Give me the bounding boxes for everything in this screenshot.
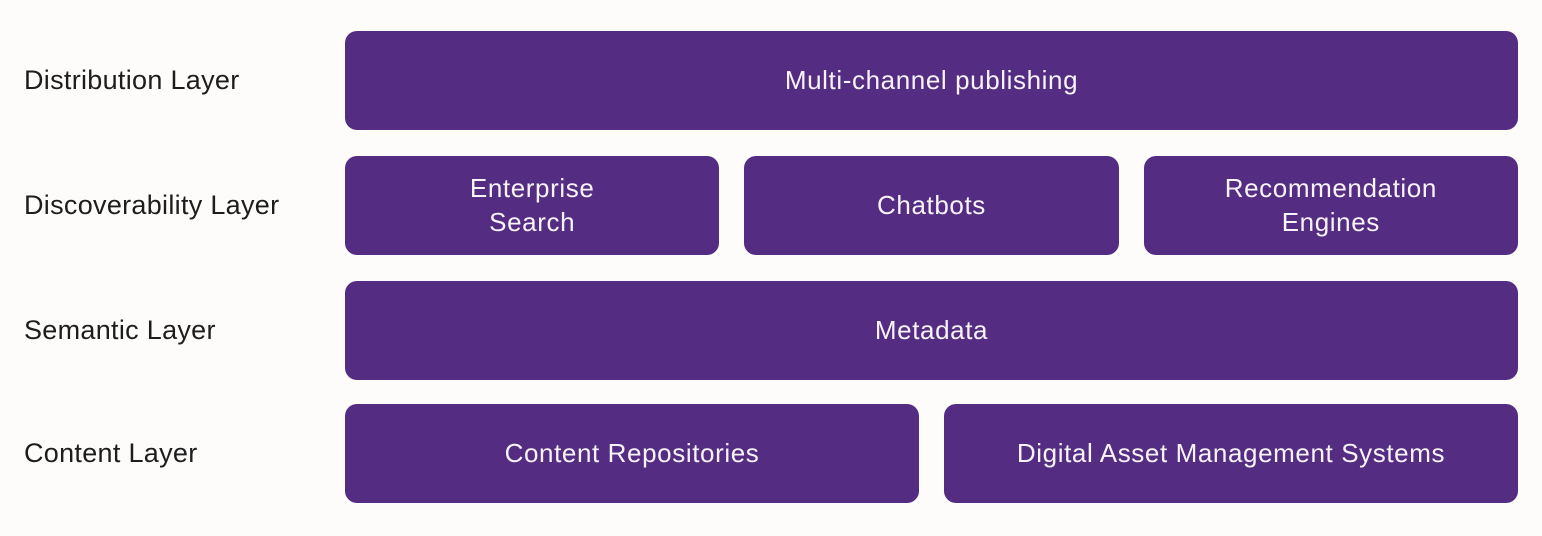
content-layer-boxes: Content Repositories Digital Asset Manag…	[345, 404, 1518, 503]
distribution-layer-row: Distribution Layer Multi-channel publish…	[0, 31, 1542, 130]
layer-label-distribution: Distribution Layer	[24, 65, 240, 95]
box-enterprise-search: Enterprise Search	[345, 156, 720, 255]
box-recommendation-engines: Recommendation Engines	[1143, 156, 1518, 255]
box-multi-channel-publishing: Multi-channel publishing	[345, 31, 1518, 130]
discoverability-layer-row: Discoverability Layer Enterprise Search …	[0, 156, 1542, 255]
box-chatbots: Chatbots	[744, 156, 1119, 255]
box-label: Recommendation Engines	[1224, 172, 1437, 237]
semantic-layer-row: Semantic Layer Metadata	[0, 281, 1542, 380]
box-label: Content Repositories	[504, 437, 760, 468]
distribution-layer-boxes: Multi-channel publishing	[345, 31, 1518, 130]
layer-label-discoverability: Discoverability Layer	[24, 190, 280, 220]
box-label: Multi-channel publishing	[784, 64, 1079, 95]
box-metadata: Metadata	[345, 281, 1518, 380]
content-layer-row: Content Layer Content Repositories Digit…	[0, 404, 1542, 503]
box-label: Chatbots	[877, 189, 986, 220]
box-digital-asset-management-systems: Digital Asset Management Systems	[944, 404, 1518, 503]
box-label: Digital Asset Management Systems	[1016, 437, 1446, 468]
discoverability-layer-boxes: Enterprise Search Chatbots Recommendatio…	[345, 156, 1518, 255]
box-label: Metadata	[874, 314, 989, 345]
box-content-repositories: Content Repositories	[345, 404, 919, 503]
layer-label-semantic: Semantic Layer	[24, 315, 216, 345]
box-label: Enterprise Search	[469, 172, 595, 237]
semantic-layer-boxes: Metadata	[345, 281, 1518, 380]
layer-label-content: Content Layer	[24, 438, 198, 468]
